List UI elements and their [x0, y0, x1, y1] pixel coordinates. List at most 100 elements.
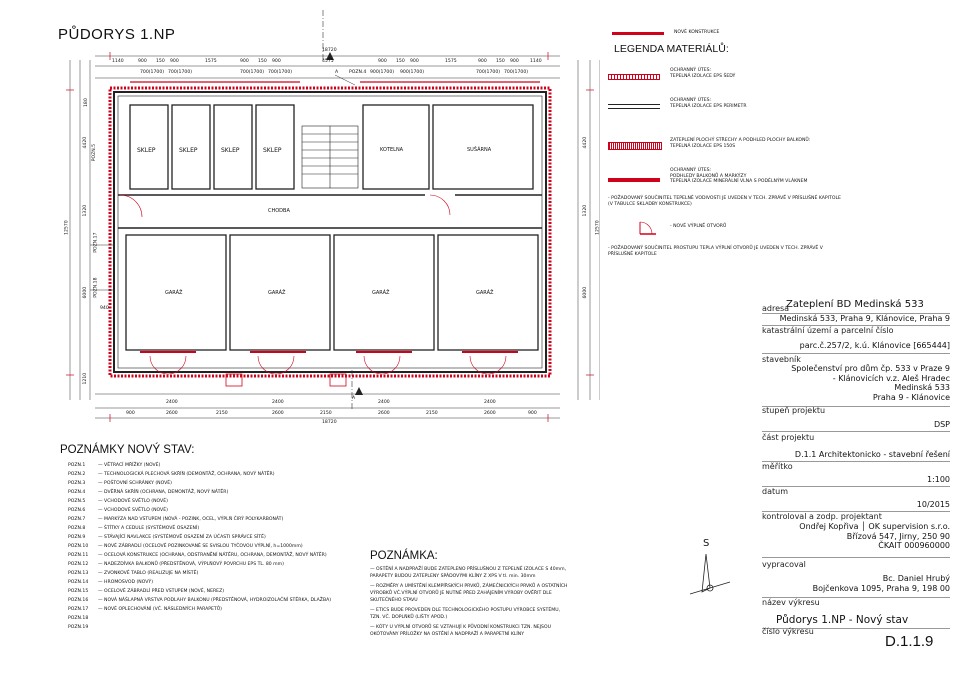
katastr-label: katastrální území a parcelní číslo	[762, 326, 894, 335]
dim-side-940: 940	[100, 306, 109, 311]
room-label-sklep-3: SKLEP	[221, 147, 240, 154]
legend-new-construction-sample	[612, 32, 664, 35]
dim-overall-top: 18720	[322, 48, 337, 53]
dim-left-2: 4420	[83, 136, 89, 149]
dim-right-total: 12570	[595, 220, 601, 235]
room-label-sklep-4: SKLEP	[263, 147, 282, 154]
note-row: POZN.1— VĚTRACÍ MŘÍŽKY (NOVÉ)	[68, 463, 161, 468]
katastr-value: parc.č.257/2, k.ú. Klánovice [665444]	[799, 341, 950, 350]
dim-bottom-5: 2150	[320, 411, 332, 416]
legend-sample-red-bar	[608, 178, 660, 182]
dim-bottom2-3: 2400	[378, 400, 390, 405]
meritko-value: 1:100	[926, 475, 950, 484]
nazev-label: název výkresu	[762, 598, 820, 607]
section-mark-bottom: A	[352, 396, 356, 401]
note-line: PARAPETY BUDOU ZATEPLENY SPÁDOVÝMI KLÍNY…	[370, 574, 536, 579]
legend-item-1: OCHRANNÝ ÚTES: TEPELNÁ IZOLACE EPS ŠEDÝ	[608, 68, 858, 88]
legend-item-5: - POŽADOVANÝ SOUČINITEL TEPELNÉ VODIVOST…	[608, 196, 841, 207]
plan-title: PŮDORYS 1.NP	[58, 26, 176, 43]
dim-opening-7: 700(1700)	[476, 70, 501, 75]
dim-top-7: 150	[258, 59, 267, 64]
dim-top-10: 900	[378, 59, 387, 64]
dim-top-9: 4575	[322, 59, 334, 64]
dim-right-2: 1320	[583, 204, 589, 217]
dim-right-1: 4420	[583, 136, 589, 149]
project-title: Zateplení BD Medinská 533	[786, 299, 924, 310]
note-line: SKUTEČNÉHO STAVU	[370, 598, 418, 603]
titleblock-divider	[762, 557, 950, 558]
datum-label: datum	[762, 487, 788, 496]
dim-top-14: 900	[478, 59, 487, 64]
dim-bottom-7: 2150	[426, 411, 438, 416]
dim-opening-1: 700(1700)	[140, 70, 165, 75]
legend-heading: LEGENDA MATERIÁLŮ:	[614, 43, 729, 55]
legend-sample-line	[608, 104, 660, 109]
titleblock-divider	[762, 511, 950, 512]
dim-top-3: 150	[156, 59, 165, 64]
vypracoval-label: vypracoval	[762, 560, 806, 569]
dim-opening-8: 700(1700)	[504, 70, 529, 75]
dim-bottom2-4: 2400	[484, 400, 496, 405]
pozn-tag-17: POZN.17	[93, 232, 99, 253]
floor-plan	[66, 10, 600, 422]
dim-top-1: 1140	[112, 59, 124, 64]
dim-top-5: 1575	[205, 59, 217, 64]
dim-top-2: 900	[138, 59, 147, 64]
dim-top-17: 1140	[530, 59, 542, 64]
dim-left-total: 12570	[64, 220, 70, 235]
dim-opening-2: 700(1700)	[168, 70, 193, 75]
kontroloval-label: kontroloval a zodp. projektant	[762, 512, 882, 521]
note-heading: POZNÁMKA:	[370, 550, 438, 562]
dim-right-3: 6000	[583, 286, 589, 299]
kontroloval-value: Ondřej Kopřiva │ OK supervision s.r.o. B…	[799, 522, 950, 551]
cast-value: D.1.1 Architektonicko - stavební řešení	[794, 450, 950, 459]
room-label-sklep-1: SKLEP	[137, 147, 156, 154]
legend-item-3: ZATEPLENÍ PLOCHÝ STŘECHY A PODHLED PLOCH…	[608, 138, 858, 158]
drawing-number: D.1.1.9	[885, 633, 934, 650]
note-line: — OSTĚNÍ A NADPRAŽÍ BUDE ZATEPLENO PŘÍSL…	[370, 567, 567, 572]
note-row: POZN.14— HROMOSVOD (NOVÝ)	[68, 580, 153, 585]
room-label-kotelna: KOTELNA	[380, 147, 404, 153]
note-row: POZN.18	[68, 616, 89, 621]
compass-letter: S	[703, 538, 710, 549]
note-line: — KÓTY U VÝPLNÍ OTVORŮ SE VZTAHUJÍ K PŮV…	[370, 625, 551, 630]
stupen-label: stupeň projektu	[762, 406, 826, 415]
note-line: VÝROBKŮ VČ.VÝPLNÍ OTVORŮ JE NUTNÉ PŘED Z…	[370, 591, 552, 596]
dim-top-4: 900	[170, 59, 179, 64]
pozn-tag-4: POZN.4	[349, 70, 367, 75]
adresa-label: adresa	[762, 304, 790, 313]
dim-bottom-9: 900	[528, 411, 537, 416]
room-label-garaz-1: GARÁŽ	[165, 290, 183, 296]
legend-sample-hatch	[608, 74, 660, 80]
note-row: POZN.10— NOVÉ ZÁBRADLÍ (OCELOVÉ POZINKOV…	[68, 544, 303, 549]
titleblock-divider	[762, 353, 950, 354]
dim-top-11: 150	[396, 59, 405, 64]
note-row: POZN.12— NADEZDÍVKA BALKONŮ (PŘEDSTĚNOVÁ…	[68, 562, 284, 567]
legend-item-4: OCHRANNÝ ÚTES: PODHLEDY BALKONŮ A MARKÝZ…	[608, 168, 858, 196]
note-row: POZN.15— OCELOVÉ ZÁBRADLÍ PŘED VSTUPEM (…	[68, 589, 225, 594]
dim-bottom-3: 2150	[216, 411, 228, 416]
titleblock-divider	[762, 325, 950, 326]
drawing-title: Půdorys 1.NP - Nový stav	[776, 614, 909, 626]
legend-new-construction-label: NOVÉ KONSTRUKCE	[674, 30, 720, 35]
meritko-label: měřítko	[762, 462, 793, 471]
dim-opening-6: 900(1700)	[400, 70, 425, 75]
room-label-chodba: CHODBA	[268, 208, 290, 214]
dim-top-13: 1575	[445, 59, 457, 64]
titleblock-divider	[762, 313, 950, 314]
room-label-garaz-2: GARÁŽ	[268, 290, 286, 296]
pozn-tag-18: POZN.18	[93, 277, 99, 298]
stavebnik-value: Společenství pro dům čp. 533 v Praze 9 -…	[791, 364, 950, 402]
door-swing-icon	[639, 221, 656, 235]
note-row: POZN.16— NOVÁ NÁŠLAPNÁ VRSTVA PODLAHY BA…	[68, 598, 332, 603]
legend-sample-dotted	[608, 142, 662, 150]
note-line: TZN. VČ. DOPLŇKŮ (LIŠTY APOD.)	[370, 615, 448, 620]
pozn-tag-5: POZN.5	[92, 143, 98, 162]
section-mark-top: A	[335, 70, 339, 75]
note-row: POZN.19	[68, 625, 89, 630]
note-row: POZN.3— POŠTOVNÍ SCHRÁNKY (NOVÉ)	[68, 481, 172, 486]
dim-opening-4: 700(1700)	[268, 70, 293, 75]
cislo-label: číslo výkresu	[762, 627, 814, 636]
titleblock-divider	[762, 628, 950, 629]
legend-item-7: - POŽADOVANÝ SOUČINITEL PROSTUPU TEPLA V…	[608, 246, 823, 257]
